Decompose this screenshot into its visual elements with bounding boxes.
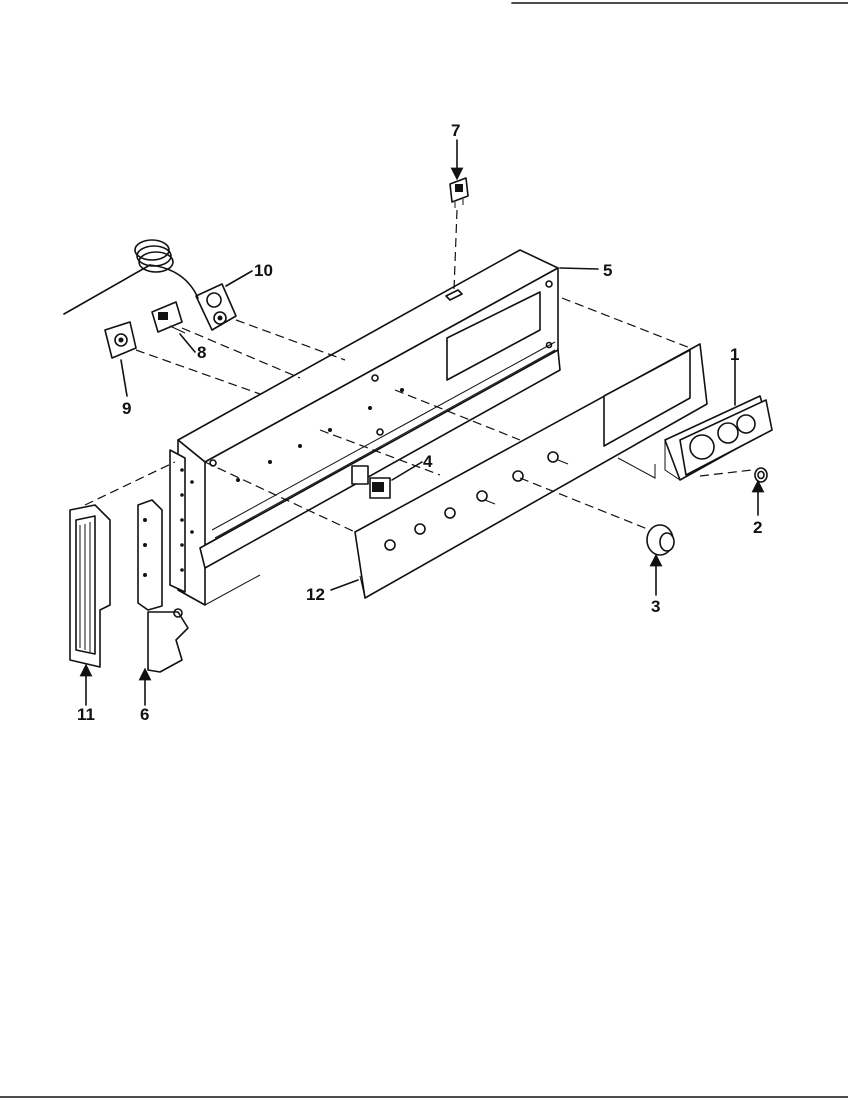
switch-part-8 — [151, 301, 186, 334]
bracket — [137, 499, 189, 673]
callout-2: 2 — [753, 518, 762, 537]
callout-8: 8 — [197, 343, 206, 362]
callout-5: 5 — [603, 261, 612, 280]
clock-timer — [664, 395, 773, 481]
callouts: 7 5 10 8 9 1 4 2 12 3 11 6 — [77, 121, 762, 724]
callout-12: 12 — [306, 585, 325, 604]
callout-1: 1 — [730, 345, 739, 364]
end-cap — [69, 504, 111, 668]
callout-3: 3 — [651, 597, 660, 616]
callout-7: 7 — [451, 121, 460, 140]
callout-11: 11 — [77, 705, 95, 724]
backguard-housing — [169, 249, 561, 606]
control-panel — [354, 343, 708, 599]
control-knob — [646, 524, 675, 556]
callout-9: 9 — [122, 399, 131, 418]
thermostat — [63, 239, 237, 331]
switch-part-9 — [104, 321, 137, 359]
housing-holes — [236, 388, 404, 482]
explode-lines — [84, 209, 753, 533]
rocker-switch — [449, 177, 469, 208]
small-knob — [754, 467, 768, 483]
callout-10: 10 — [254, 261, 273, 280]
leader-lines — [79, 139, 765, 706]
switch-part-4 — [351, 465, 391, 499]
callout-4: 4 — [423, 452, 433, 471]
callout-6: 6 — [140, 705, 149, 724]
